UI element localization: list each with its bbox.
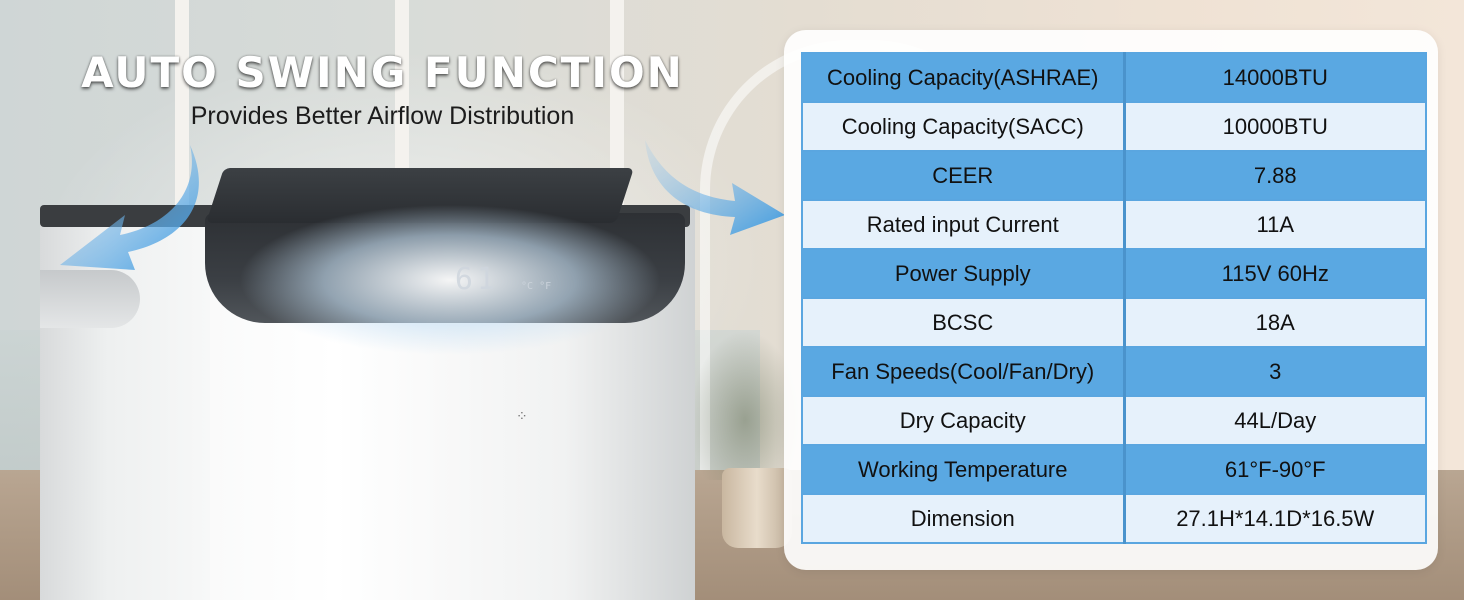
headline: AUTO SWING FUNCTION	[81, 48, 684, 97]
airflow-arrow-left-icon	[60, 145, 199, 270]
spec-value: 27.1H*14.1D*16.5W	[1123, 493, 1427, 544]
spec-label: Rated input Current	[801, 199, 1126, 250]
spec-value: 61°F-90°F	[1123, 444, 1427, 495]
spec-label: BCSC	[801, 297, 1126, 348]
display-units: °C °F	[521, 281, 552, 292]
spec-row: BCSC 18A	[801, 297, 1427, 348]
spec-row: Rated input Current 11A	[801, 199, 1427, 250]
spec-label: Dimension	[801, 493, 1126, 544]
spec-table: Cooling Capacity(ASHRAE) 14000BTU Coolin…	[801, 52, 1427, 544]
subheadline: Provides Better Airflow Distribution	[190, 102, 575, 130]
spec-value: 44L/Day	[1123, 395, 1427, 446]
display-digits: 61	[454, 262, 499, 297]
spec-row: Fan Speeds(Cool/Fan/Dry) 3	[801, 346, 1427, 397]
spec-label: Cooling Capacity(ASHRAE)	[801, 52, 1126, 103]
spec-value: 11A	[1123, 199, 1427, 250]
sensor-dots-icon: ⁘	[516, 408, 529, 424]
spec-row: Dry Capacity 44L/Day	[801, 395, 1427, 446]
spec-value: 10000BTU	[1123, 101, 1427, 152]
spec-row: Cooling Capacity(ASHRAE) 14000BTU	[801, 52, 1427, 103]
temperature-display: 61 °C °F	[448, 262, 558, 302]
spec-label: Working Temperature	[801, 444, 1126, 495]
spec-label: CEER	[801, 150, 1126, 201]
spec-label: Power Supply	[801, 248, 1126, 299]
spec-row: Cooling Capacity(SACC) 10000BTU	[801, 101, 1427, 152]
spec-label: Cooling Capacity(SACC)	[801, 101, 1126, 152]
spec-label: Dry Capacity	[801, 395, 1126, 446]
spec-row: CEER 7.88	[801, 150, 1427, 201]
spec-value: 115V 60Hz	[1123, 248, 1427, 299]
airflow-effect	[170, 190, 730, 390]
spec-value: 14000BTU	[1123, 52, 1427, 103]
plant-pot	[722, 468, 792, 548]
spec-value: 7.88	[1123, 150, 1427, 201]
spec-row: Dimension 27.1H*14.1D*16.5W	[801, 493, 1427, 544]
spec-value: 18A	[1123, 297, 1427, 348]
handle-slot	[40, 270, 140, 328]
spec-row: Power Supply 115V 60Hz	[801, 248, 1427, 299]
spec-row: Working Temperature 61°F-90°F	[801, 444, 1427, 495]
airflow-arrow-right-icon	[645, 140, 785, 235]
spec-value: 3	[1123, 346, 1427, 397]
spec-label: Fan Speeds(Cool/Fan/Dry)	[801, 346, 1126, 397]
